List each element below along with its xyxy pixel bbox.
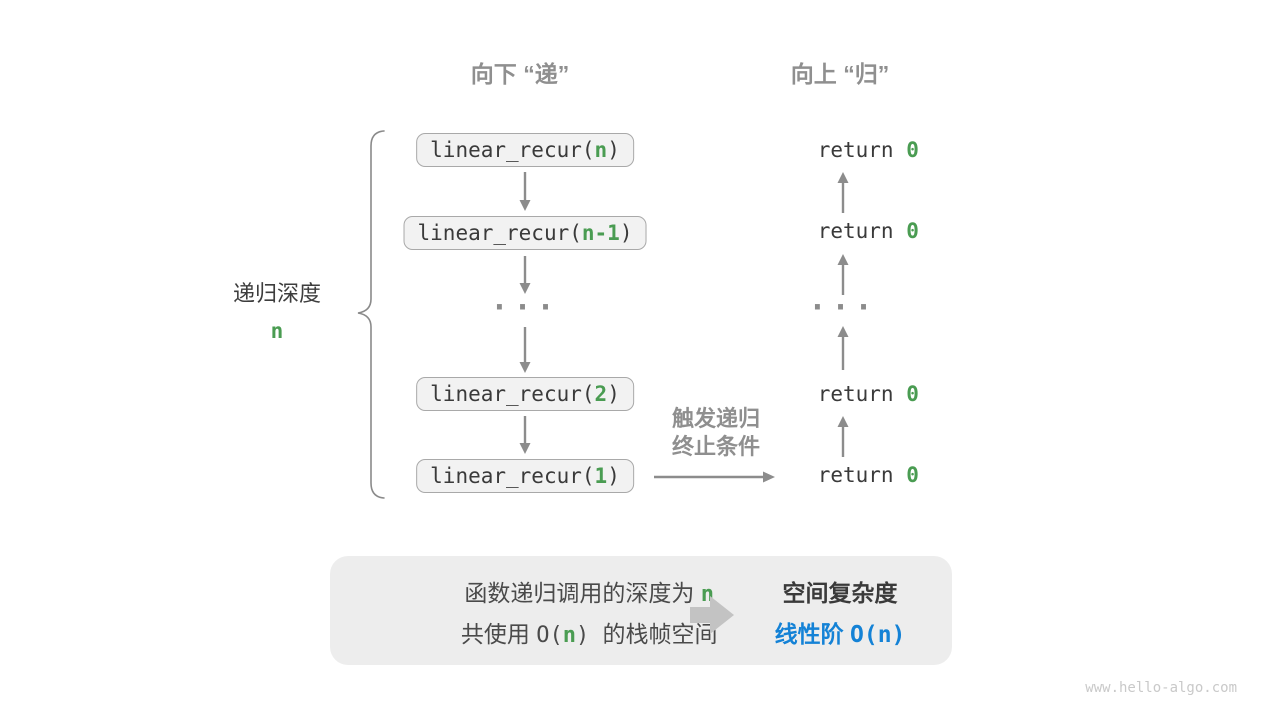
implies-arrow-icon — [690, 596, 734, 634]
return-line: return 0 — [817, 138, 919, 162]
header-recurse-down: 向下 “递” — [470, 61, 570, 87]
return-line: return 0 — [817, 219, 919, 243]
call-box-n: linear_recur(n) — [416, 133, 634, 167]
summary-space-line: 共使用 O(n) 的栈帧空间 — [460, 621, 718, 648]
up-arrows — [837, 172, 849, 457]
depth-brace — [357, 130, 385, 499]
return-ellipsis: ... — [808, 282, 878, 318]
space-complexity-title: 空间复杂度 — [782, 580, 898, 606]
return-line: return 0 — [817, 463, 919, 487]
header-return-up: 向上 “归” — [790, 61, 890, 87]
return-line: return 0 — [817, 382, 919, 406]
base-case-arrow — [654, 471, 775, 483]
watermark: www.hello-algo.com — [1085, 680, 1237, 696]
depth-label: 递归深度 — [232, 281, 322, 306]
complexity-summary-panel: 函数递归调用的深度为 n 共使用 O(n) 的栈帧空间 空间复杂度 线性阶 O(… — [330, 556, 952, 665]
call-box-n-1: linear_recur(n-1) — [403, 216, 647, 250]
base-case-label: 触发递归 终止条件 — [671, 406, 761, 459]
space-complexity-value: 线性阶 O(n) — [774, 621, 906, 648]
call-box-1: linear_recur(1) — [416, 459, 634, 493]
depth-value: n — [270, 319, 284, 343]
down-arrows — [519, 172, 531, 454]
call-box-2: linear_recur(2) — [416, 377, 634, 411]
summary-depth-line: 函数递归调用的深度为 n — [464, 580, 714, 607]
stack-ellipsis: ... — [490, 282, 560, 318]
